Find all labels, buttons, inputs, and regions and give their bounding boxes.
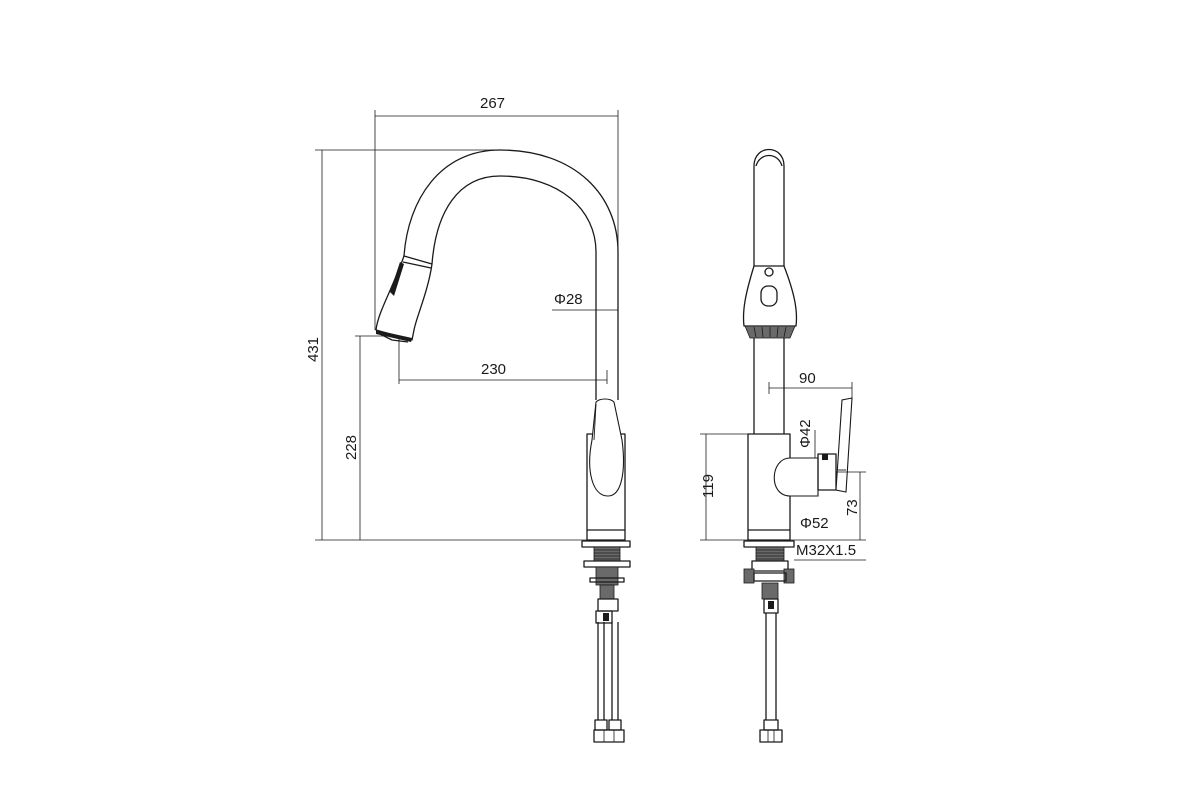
spout-inner-contour (431, 175, 597, 400)
spout-outer-contour (403, 149, 619, 400)
spray-button (390, 262, 404, 296)
dim-spout-outlet-height: 228 (343, 435, 360, 460)
dimension-lines (315, 110, 866, 561)
dim-body-height: 119 (700, 474, 717, 498)
lever-seam (593, 403, 597, 441)
dim-overall-width: 267 (480, 95, 505, 112)
side-handle-hub (773, 457, 819, 497)
dim-spout-reach: 230 (481, 361, 506, 378)
mounting-shank (581, 540, 631, 624)
side-view (742, 149, 853, 743)
side-spray-head (742, 265, 798, 327)
side-lever (835, 397, 853, 493)
side-supply-hoses (759, 613, 783, 743)
side-spout-tube (753, 149, 785, 266)
dim-handle-diameter: Φ42 (797, 419, 814, 448)
side-spout-cap (755, 154, 783, 167)
supply-hoses (593, 622, 625, 743)
spray-head-band (402, 261, 432, 269)
spray-head (375, 255, 433, 341)
dim-lever-projection: 90 (799, 370, 816, 387)
dim-overall-height: 431 (305, 337, 322, 362)
lever-handle (589, 398, 625, 497)
dim-spout-tube-diameter: Φ28 (554, 291, 583, 308)
dim-body-diameter: Φ52 (800, 515, 829, 532)
dim-lever-height: 73 (844, 499, 861, 516)
side-spray-button-top (764, 267, 774, 277)
front-view (375, 149, 631, 743)
dim-thread-spec: M32X1.5 (796, 542, 856, 559)
side-mounting-shank (743, 540, 795, 614)
side-spray-button (760, 285, 778, 307)
